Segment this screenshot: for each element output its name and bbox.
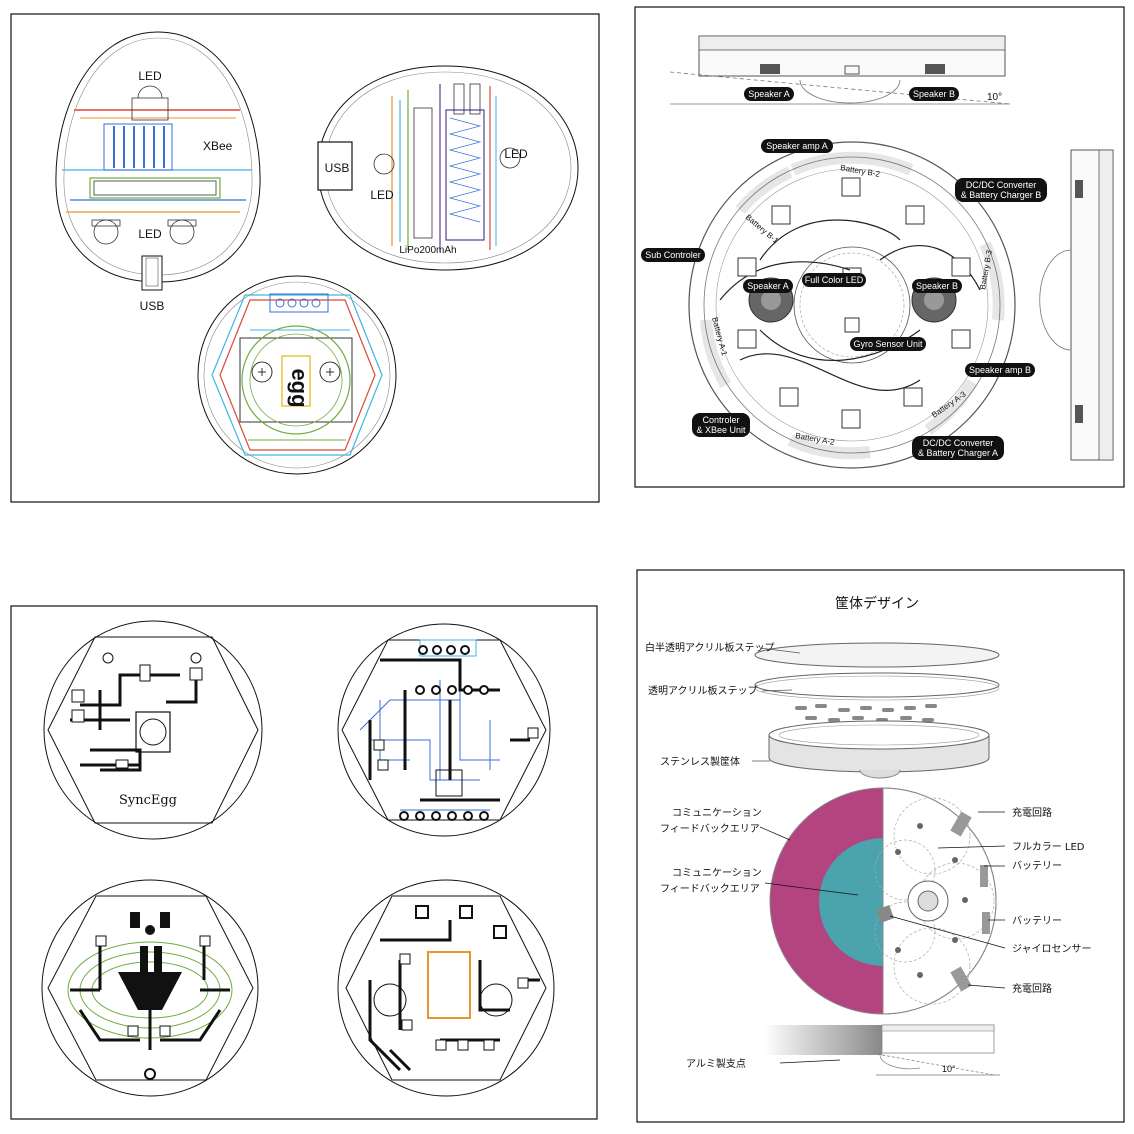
pcb-board-1	[43, 620, 263, 840]
pcb-board-4	[337, 879, 555, 1097]
callout-speaker-a: Speaker A	[747, 281, 789, 291]
label-led-left: LED	[370, 188, 394, 202]
label-xbee: XBee	[203, 139, 233, 153]
board-top-circle	[197, 275, 397, 475]
pcb-board-3	[41, 879, 259, 1097]
egg-right-outline	[317, 65, 579, 271]
callout-controler-line1: Controler	[702, 415, 739, 425]
panel-frame	[634, 6, 1125, 488]
callout-dcdc-a-line2: & Battery Charger A	[918, 448, 998, 458]
callout-speaker-amp-a: Speaker amp A	[766, 141, 828, 151]
label-charge-2: 充電回路	[1012, 982, 1052, 995]
angle-label-bottom: 10°	[942, 1064, 956, 1074]
label-comm-area-2a: コミュニケーション	[672, 867, 762, 879]
label-led-bottom: LED	[138, 227, 162, 241]
callout-dcdc-b-line1: DC/DC Converter	[966, 180, 1037, 190]
callout-pill	[909, 87, 959, 101]
label-usb-bottom: USB	[140, 299, 165, 313]
callout-full-color-led: Full Color LED	[805, 275, 864, 285]
exploded-view	[754, 642, 1000, 779]
side-view-right	[1039, 149, 1114, 461]
panel-component-layout: Speaker A Speaker B 10°	[634, 6, 1125, 488]
pcb-board-2	[337, 623, 551, 837]
label-frosted-acrylic: 白半透明アクリル板ステップ	[645, 641, 775, 654]
panel-frame	[10, 605, 598, 1120]
label-full-color-led: フルカラー LED	[1012, 841, 1085, 853]
callout-controler-line2: & XBee Unit	[696, 425, 746, 435]
callout-speaker-a-top: Speaker A	[748, 89, 790, 99]
callout-dcdc-b-line2: & Battery Charger B	[961, 190, 1042, 200]
label-stainless: ステンレス製筐体	[660, 755, 740, 768]
label-battery-2: バッテリー	[1012, 915, 1062, 927]
side-view-top	[669, 35, 1011, 105]
side-view-bottom	[764, 1024, 1000, 1076]
label-led-top: LED	[138, 69, 162, 83]
label-comm-area-1b: フィードバックエリア	[660, 823, 760, 835]
angle-label-top: 10°	[987, 92, 1002, 103]
top-view-disc	[769, 787, 997, 1015]
label-led-right: LED	[504, 147, 528, 161]
housing-title: 筐体デザイン	[835, 595, 919, 612]
panel-housing-design: 筐体デザイン	[636, 569, 1125, 1123]
label-gyro: ジャイロセンサー	[1012, 943, 1092, 955]
label-battery-1: バッテリー	[1012, 860, 1062, 872]
callout-speaker-b-top: Speaker B	[913, 89, 955, 99]
panel-board-layout: LED XBee LED USB USB LED LED LiPo2	[10, 13, 600, 503]
label-comm-area-2b: フィードバックエリア	[660, 883, 760, 895]
callout-gyro: Gyro Sensor Unit	[853, 339, 923, 349]
callout-speaker-b: Speaker B	[916, 281, 958, 291]
callout-dcdc-a-line1: DC/DC Converter	[923, 438, 994, 448]
panel-pcb-layouts: SyncEgg	[10, 605, 598, 1120]
callout-pill	[744, 87, 794, 101]
egg-logo: egg	[287, 368, 312, 407]
callout-sub-controler: Sub Controler	[645, 250, 701, 260]
callout-speaker-amp-b: Speaker amp B	[969, 365, 1031, 375]
panel-frame	[10, 13, 600, 503]
label-clear-acrylic: 透明アクリル板ステップ	[648, 684, 758, 697]
label-lipo: LiPo200mAh	[399, 245, 456, 256]
panel-frame	[636, 569, 1125, 1123]
pcb-label-syncegg: SyncEgg	[119, 793, 177, 808]
label-usb-right: USB	[325, 161, 350, 175]
egg-left-internals	[62, 85, 252, 291]
label-charge-1: 充電回路	[1012, 806, 1052, 819]
label-aluminum: アルミ製支点	[686, 1057, 746, 1070]
egg-right-internals	[317, 83, 521, 252]
label-comm-area-1a: コミュニケーション	[672, 807, 762, 819]
